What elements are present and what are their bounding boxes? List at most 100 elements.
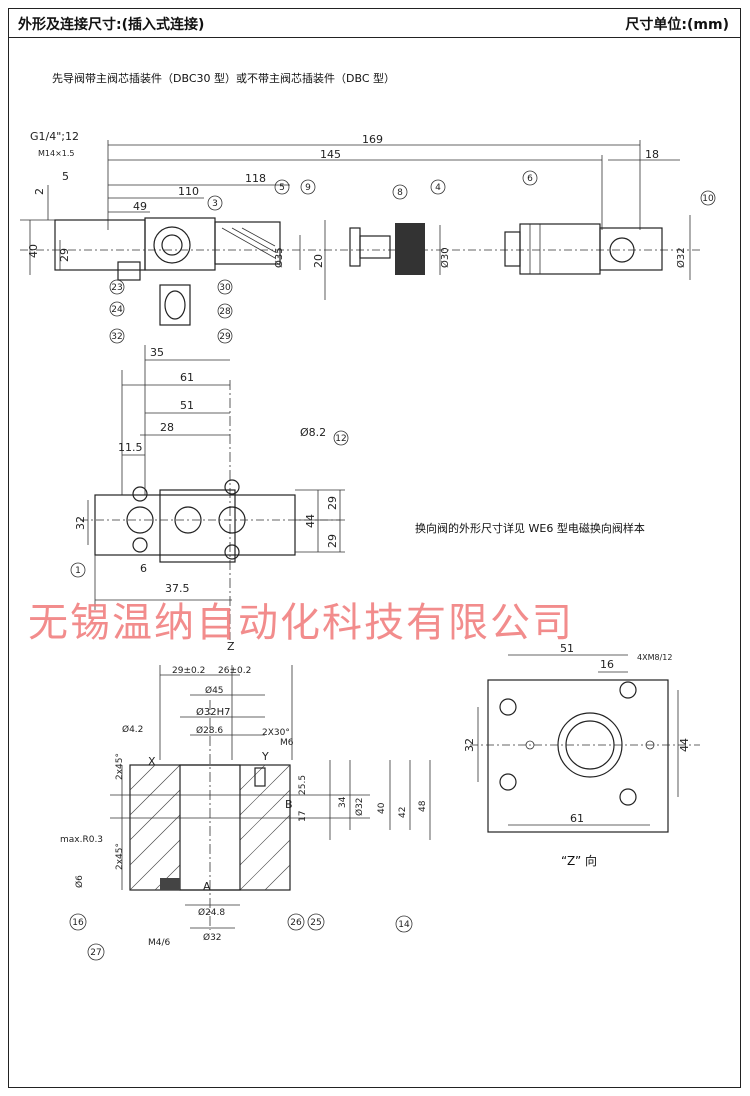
- callout-number: 8: [397, 188, 403, 198]
- callout-number: 16: [72, 918, 84, 928]
- dim-label: 49: [133, 200, 147, 213]
- callout-number: 5: [279, 183, 285, 193]
- callout-number: 6: [527, 174, 533, 184]
- z-view-labels: 51 16 4XM8/12 32 44 61: [463, 642, 691, 825]
- dim-label: 145: [320, 148, 341, 161]
- dim-label: Ø28.6: [196, 725, 223, 736]
- dim-label: 29±0.2: [172, 666, 205, 676]
- dim-label: Ø35: [273, 247, 285, 268]
- dim-label: Ø32H7: [196, 706, 230, 718]
- side-view: [20, 140, 700, 326]
- g-thread-label: G1/4";12: [30, 130, 79, 143]
- dim-label: 2x45°: [115, 843, 125, 870]
- dim-label: 16: [600, 658, 614, 671]
- dim-label: 4XM8/12: [637, 653, 672, 662]
- dim-label: Ø45: [205, 685, 224, 696]
- dim-label: 29: [326, 496, 339, 510]
- dim-label: 6: [140, 562, 147, 575]
- callout-number: 26: [290, 918, 302, 928]
- dim-label: 48: [418, 800, 428, 812]
- dim-label: 32: [74, 516, 87, 530]
- dim-label: 40: [377, 802, 387, 814]
- callout-number: 1: [75, 566, 81, 576]
- dim-label: 11.5: [118, 441, 143, 454]
- dim-label: 37.5: [165, 582, 190, 595]
- dim-label: 5: [62, 170, 69, 183]
- subtitle: 先导阀带主阀芯插装件（DBC30 型）或不带主阀芯插装件（DBC 型）: [52, 72, 395, 85]
- section-view-callouts: 16 27 26 25 14: [69, 913, 413, 961]
- dim-label: 44: [304, 514, 317, 528]
- dim-label: 29: [58, 248, 71, 262]
- dim-label: Ø4.2: [122, 724, 143, 735]
- dim-label: 51: [560, 642, 574, 655]
- port-letter: X: [148, 755, 156, 768]
- callout-number: 27: [90, 948, 101, 958]
- callout-number: 4: [435, 183, 441, 193]
- dim-label: 61: [180, 371, 194, 384]
- z-view: [470, 654, 700, 833]
- z-view-caption: “Z” 向: [561, 854, 598, 868]
- dim-label: max.R0.3: [60, 835, 103, 845]
- drawing-frame: [8, 8, 741, 1088]
- callout-number: 29: [219, 332, 231, 342]
- m-thread-label: M14×1.5: [38, 149, 75, 158]
- top-view-callouts: 12 1: [70, 430, 349, 578]
- page-title: 外形及连接尺寸:(插入式连接): [18, 17, 205, 33]
- side-view-callouts: 5 9 8 4 6 10 3 23 30 24 28 32 29: [109, 170, 716, 344]
- dim-label: 61: [570, 812, 584, 825]
- dim-label: 34: [338, 796, 348, 808]
- port-letter: Y: [261, 750, 269, 763]
- top-view-labels: 35 61 51 28 11.5 Ø8.2 29 44 29 32 6 37.5…: [74, 346, 339, 653]
- dim-label: Ø32: [675, 247, 687, 268]
- callout-number: 3: [212, 199, 218, 209]
- dim-label: 18: [645, 148, 659, 161]
- dim-label: 110: [178, 185, 199, 198]
- dim-label: 44: [678, 738, 691, 752]
- top-view: [80, 345, 345, 640]
- section-view: [110, 665, 431, 930]
- axis-label: Z: [227, 640, 235, 653]
- header-bar: 外形及连接尺寸:(插入式连接) 尺寸单位:(mm): [8, 8, 741, 38]
- callout-number: 32: [111, 332, 122, 342]
- section-view-labels: 29±0.2 26±0.2 Ø45 Ø32H7 Ø28.6 Ø24.8 Ø32 …: [60, 666, 428, 948]
- dim-label: 118: [245, 172, 266, 185]
- dim-label: Ø30: [439, 247, 451, 268]
- dim-label: 25.5: [298, 775, 308, 795]
- dim-label: 2x45°: [115, 753, 125, 780]
- dim-label: 2X30°: [262, 728, 290, 738]
- callout-number: 25: [310, 918, 321, 928]
- dim-label: M4/6: [148, 938, 171, 948]
- dim-label: M6: [280, 738, 294, 748]
- dim-label: 42: [398, 807, 408, 818]
- dim-label: 35: [150, 346, 164, 359]
- dim-label: 28: [160, 421, 174, 434]
- unit-label: 尺寸单位:(mm): [625, 17, 729, 33]
- callout-number: 30: [219, 283, 231, 293]
- dim-label: Ø8.2: [300, 426, 326, 439]
- dim-label: 40: [27, 244, 40, 258]
- dim-label: 20: [312, 254, 325, 268]
- dim-label: 17: [298, 811, 308, 822]
- dim-label: Ø6: [74, 875, 85, 888]
- callout-number: 12: [335, 434, 346, 444]
- port-letter: A: [203, 880, 211, 893]
- callout-number: 9: [305, 183, 311, 193]
- dim-label: 32: [463, 738, 476, 752]
- callout-number: 14: [398, 920, 410, 930]
- dim-label: 26±0.2: [218, 666, 251, 676]
- dim-label: 29: [326, 534, 339, 548]
- dim-label: Ø32: [354, 797, 365, 816]
- callout-number: 23: [111, 283, 122, 293]
- dim-label: Ø24.8: [198, 907, 225, 918]
- callout-number: 28: [219, 307, 231, 317]
- company-watermark: 无锡温纳自动化科技有限公司: [28, 600, 574, 646]
- dim-label: 51: [180, 399, 194, 412]
- side-view-labels: G1/4";12 M14×1.5 169 145 118 110 49 5 2 …: [27, 130, 687, 268]
- valve-note: 换向阀的外形尺寸详见 WE6 型电磁换向阀样本: [415, 522, 645, 535]
- dim-label: 2: [33, 188, 46, 195]
- port-letter: B: [285, 798, 293, 811]
- callout-number: 24: [111, 305, 123, 315]
- dim-label: Ø32: [203, 932, 222, 943]
- dim-label: 169: [362, 133, 383, 146]
